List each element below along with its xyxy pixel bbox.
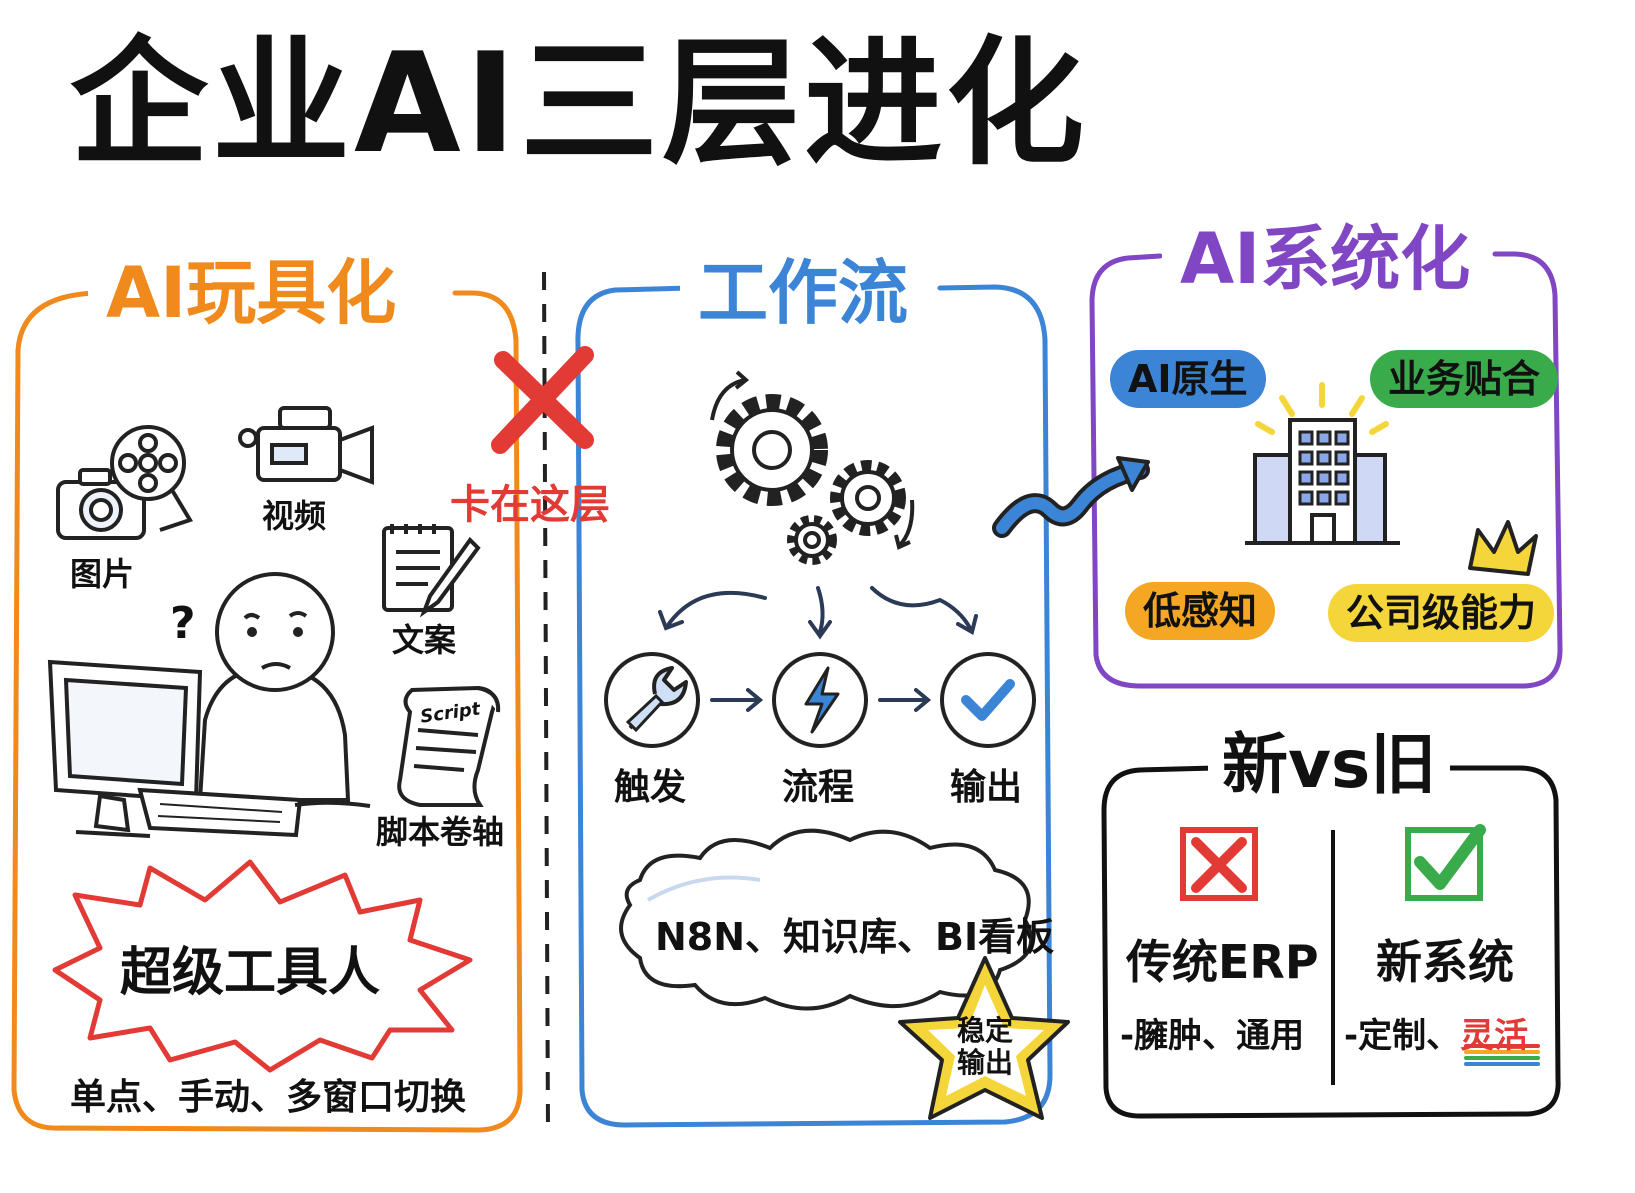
burst-label: 超级工具人 (120, 943, 381, 1003)
tag-business-fit: 业务贴合 (1370, 350, 1559, 408)
diagram-graphics: Script ? (11, 251, 1563, 1133)
cloud-text: N8N、知识库、BI看板 (655, 915, 1055, 959)
branch-arrows (658, 586, 978, 640)
video-camera-icon (238, 406, 374, 485)
stuck-label: 卡在这层 (450, 482, 610, 528)
wrench-icon (604, 652, 700, 748)
new-system-desc-prefix: -定制、 (1344, 1016, 1461, 1056)
star-text-line-2: 输出 (956, 1046, 1013, 1080)
question-mark: ? (170, 598, 196, 649)
step-trigger: 触发 (614, 767, 687, 808)
toy-item-copy: 文案 (392, 621, 457, 659)
new-system-name: 新系统 (1376, 935, 1514, 989)
computer-icon (47, 659, 371, 838)
tag-ai-native: AI原生 (1110, 350, 1266, 408)
gears-icon (710, 370, 915, 565)
new-check-box-icon (1405, 824, 1486, 901)
system-section-title: AI系统化 (1162, 224, 1489, 294)
burst-shape (52, 859, 473, 1073)
step-arrows (710, 688, 932, 712)
cloud-icon (619, 828, 1034, 1011)
rainbow-underline (1464, 1044, 1540, 1066)
toy-item-image: 图片 (70, 555, 135, 593)
growth-arrow-icon (992, 456, 1150, 538)
film-reel-icon (110, 425, 193, 532)
camera-icon (56, 468, 146, 540)
workflow-panel-border (575, 284, 1053, 1128)
new-system-desc-highlight: 灵活 (1460, 1016, 1529, 1056)
old-system-desc: -臃肿、通用 (1120, 1016, 1305, 1056)
building-icon (1245, 382, 1400, 545)
workflow-section-title: 工作流 (680, 258, 926, 328)
toy-panel-border (11, 290, 523, 1133)
star-text: 稳定 输出 (950, 1014, 1020, 1080)
toy-section-title: AI玩具化 (88, 258, 415, 328)
page-title: 企业AI三层进化 (70, 23, 1089, 184)
compare-panel-border (1101, 765, 1561, 1119)
red-x-icon (491, 346, 594, 454)
old-system-name: 传统ERP (1126, 935, 1319, 989)
notepad-pencil-icon (382, 524, 481, 618)
toy-item-video: 视频 (262, 497, 327, 535)
step-output: 输出 (950, 767, 1023, 808)
tag-company-capability: 公司级能力 (1328, 584, 1555, 642)
step-process: 流程 (782, 767, 855, 808)
script-scroll-icon (397, 685, 501, 807)
lightning-icon (772, 652, 868, 748)
new-system-desc: -定制、灵活 (1344, 1008, 1528, 1057)
star-text-line-1: 稳定 (956, 1014, 1013, 1047)
old-x-box-icon (1180, 827, 1258, 901)
confused-person-icon (197, 572, 351, 802)
dashed-divider (542, 271, 550, 1131)
compare-title: 新vs旧 (1208, 732, 1451, 798)
system-panel-border (1089, 251, 1563, 689)
tag-low-perception: 低感知 (1125, 582, 1276, 640)
crown-icon (1468, 520, 1538, 576)
toy-item-script: 脚本卷轴 (376, 813, 505, 851)
toy-footer: 单点、手动、多窗口切换 (70, 1077, 467, 1118)
check-icon (940, 652, 1036, 748)
